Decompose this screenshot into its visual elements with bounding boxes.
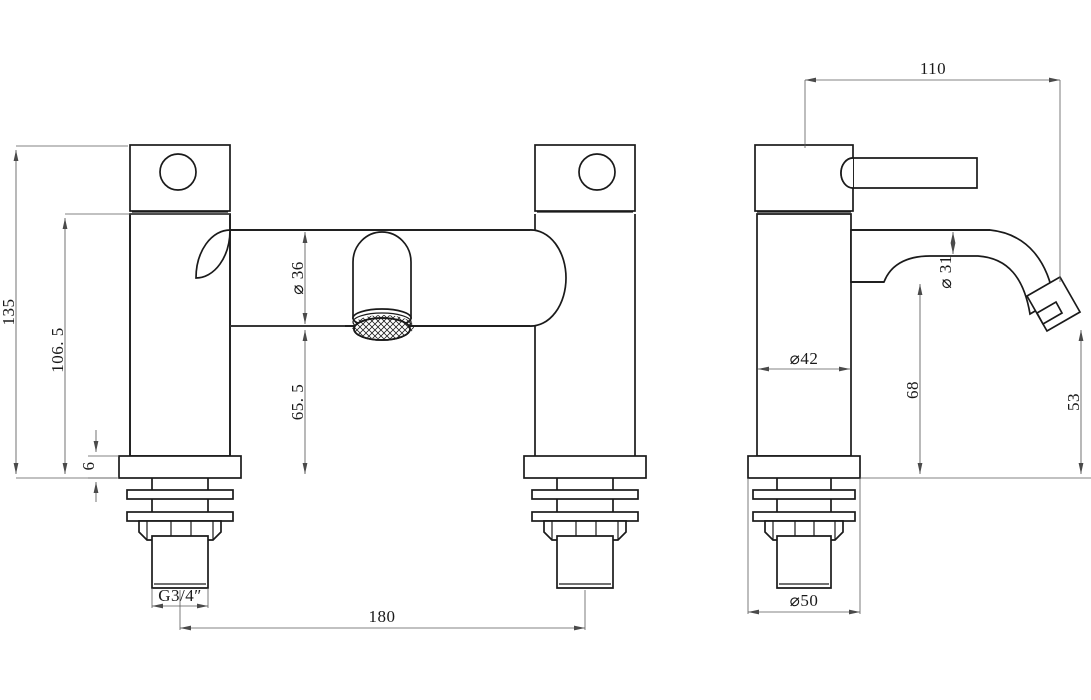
- left-base-flange: [118, 455, 242, 479]
- left-column-outline: [129, 214, 231, 456]
- front-view: [118, 144, 647, 589]
- side-lever-root-arc: [840, 157, 854, 189]
- dim-label-135: 135: [0, 299, 18, 326]
- side-spout-edges: [851, 229, 990, 283]
- side-spout: [850, 229, 1055, 316]
- dim-label-42: ⌀42: [790, 349, 819, 368]
- side-base-flange: [747, 455, 861, 479]
- side-hex-nut-facets: [772, 521, 836, 540]
- left-mounting-assembly: [118, 455, 242, 589]
- spout-left-cap: [195, 229, 231, 279]
- dim-label-655: 65. 5: [288, 384, 307, 421]
- right-base-flange: [523, 455, 647, 479]
- side-mounting-assembly: [747, 455, 861, 589]
- dim-label-1065: 106. 5: [48, 327, 67, 373]
- right-threaded-shank: [556, 535, 614, 589]
- right-handle-indicator-icon: [578, 153, 616, 191]
- left-washer-lower: [126, 511, 234, 522]
- side-view: [747, 144, 1082, 589]
- side-washer-lower: [752, 511, 856, 522]
- right-washer-lower: [531, 511, 639, 522]
- aerator-mesh-pattern: [352, 315, 414, 339]
- dim-label-6: 6: [79, 462, 98, 471]
- front-view-dimensions: 135 106. 5 6 ⌀ 36 65. 5 G3/4″ 180: [0, 145, 586, 631]
- dim-label-50: ⌀50: [790, 591, 819, 610]
- dim-label-36: ⌀ 36: [288, 261, 307, 295]
- left-hex-nut-facets: [146, 521, 214, 540]
- side-view-dimensions: 110 ⌀ 31 ⌀42 68 53 ⌀50: [747, 59, 1091, 615]
- side-threaded-shank: [776, 535, 832, 589]
- side-body-column: [756, 213, 852, 457]
- left-washer-upper: [126, 489, 234, 500]
- dim-label-110: 110: [920, 59, 946, 78]
- side-handle-cap: [754, 144, 854, 212]
- left-handle-indicator-icon: [159, 153, 197, 191]
- dim-label-180: 180: [369, 607, 396, 626]
- dim-label-68: 68: [903, 381, 922, 399]
- left-threaded-shank: [151, 535, 209, 589]
- right-washer-upper: [531, 489, 639, 500]
- side-washer-upper: [752, 489, 856, 500]
- spout-right-cap: [529, 229, 567, 327]
- side-lever-handle: [852, 157, 978, 189]
- right-mounting-assembly: [523, 455, 647, 589]
- spout-outlet: [352, 231, 412, 319]
- dim-label-31: ⌀ 31: [936, 255, 955, 289]
- right-hex-nut-facets: [551, 521, 619, 540]
- dim-label-53: 53: [1064, 393, 1083, 411]
- side-outlet-face: [1035, 300, 1064, 326]
